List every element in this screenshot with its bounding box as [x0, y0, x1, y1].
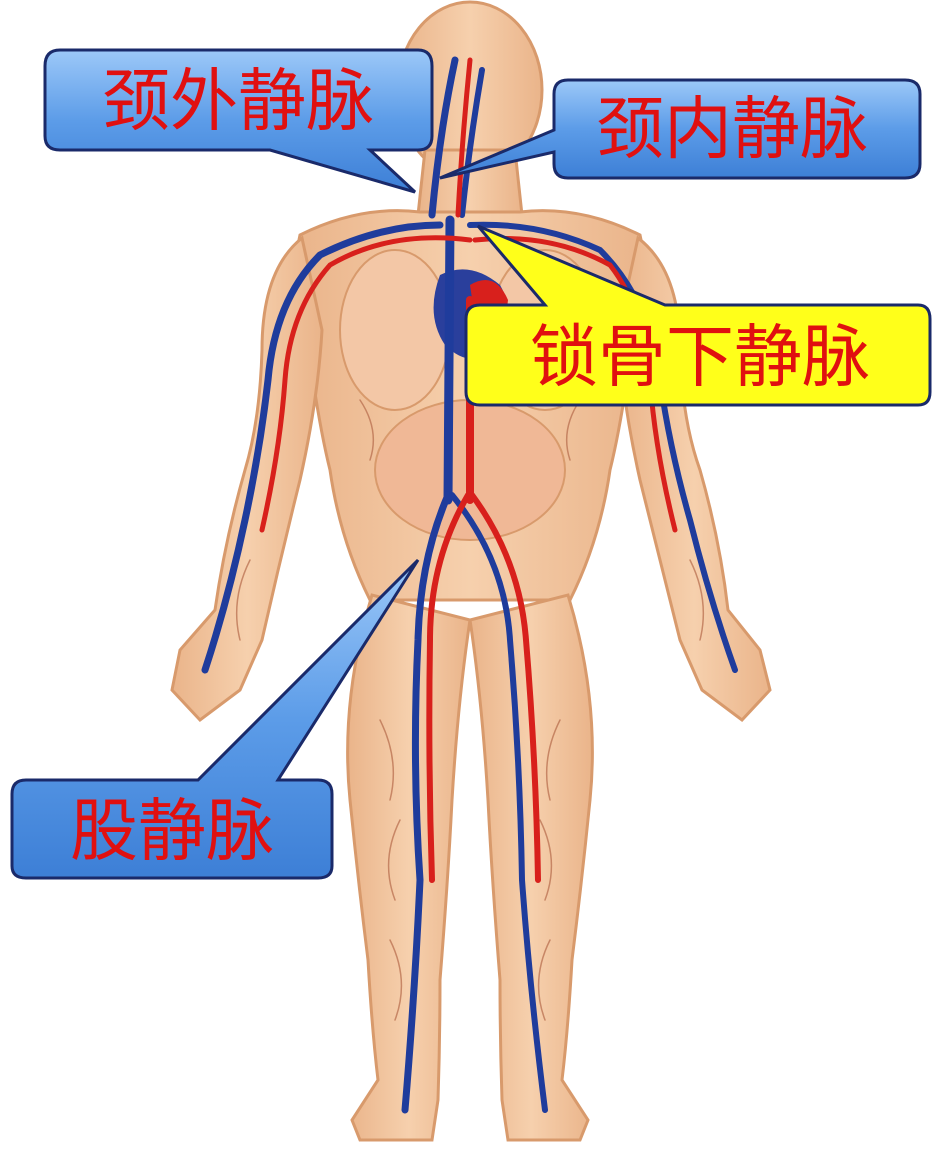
label-femoral-vein: 股静脉 [70, 793, 274, 872]
vena-cava [448, 220, 450, 500]
label-subclavian-vein: 锁骨下静脉 [530, 319, 870, 398]
callout-subclavian-vein: 锁骨下静脉 [466, 226, 930, 405]
right-lung [340, 250, 450, 410]
label-internal-jugular-vein: 颈内静脉 [596, 91, 868, 170]
label-external-jugular-vein: 颈外静脉 [102, 63, 374, 142]
callout-external-jugular-vein: 颈外静脉 [45, 50, 432, 192]
